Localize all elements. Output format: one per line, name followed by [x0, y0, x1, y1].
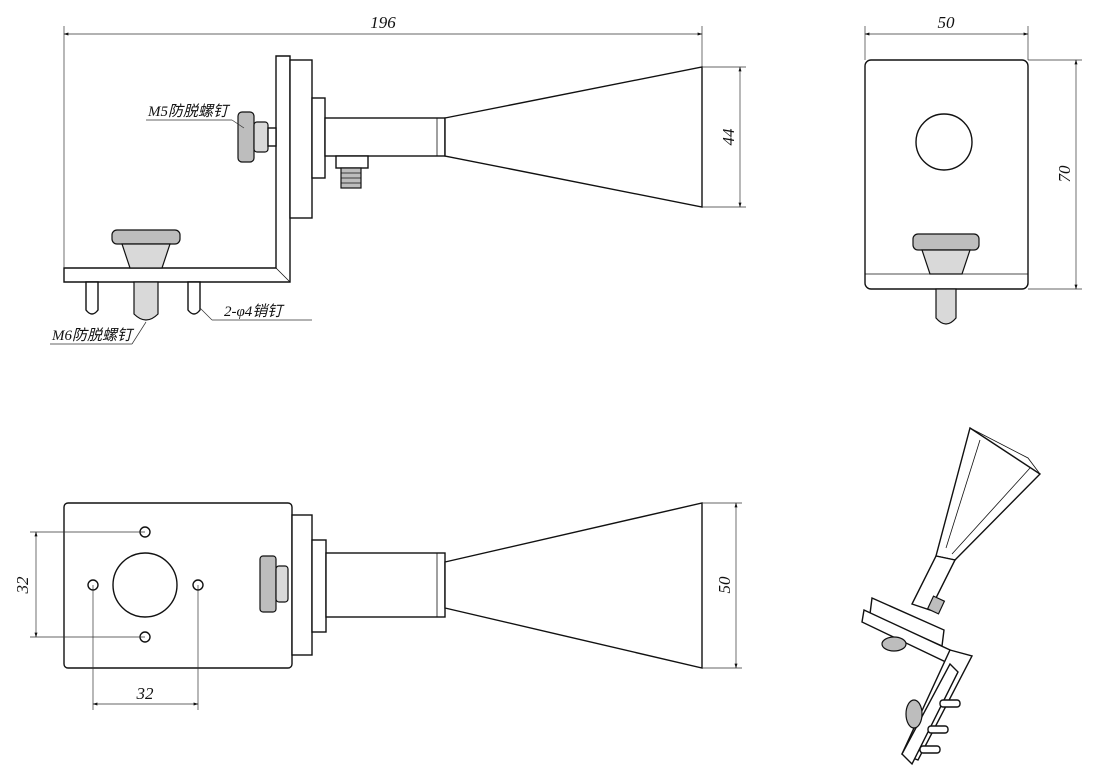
- dim-overall-length: 196: [370, 13, 396, 32]
- flange-top: [291, 514, 313, 656]
- dim-front-height: 70: [1055, 165, 1074, 183]
- isometric-view: [861, 426, 1042, 766]
- dim-aperture-side: 44: [719, 128, 738, 146]
- iso-pin-1: [939, 699, 961, 708]
- dim-hole-spacing-h: 32: [136, 684, 155, 703]
- top-view: 32 32 50: [13, 502, 742, 710]
- horn-side: [444, 66, 703, 208]
- callout-pins: 2-φ4销钉: [224, 303, 285, 320]
- m6-screw-front: [912, 233, 980, 275]
- flange-step-top: [311, 539, 327, 633]
- coax-connector-base: [335, 155, 369, 169]
- iso-pin-2: [927, 725, 949, 734]
- iso-connector: [926, 595, 946, 615]
- center-port: [112, 552, 178, 618]
- horn-top: [444, 502, 703, 669]
- l-bracket: [63, 55, 291, 283]
- callout-m5-screw: M5防脱螺钉: [147, 103, 231, 120]
- dim-front-width: 50: [938, 13, 956, 32]
- waveguide-body: [324, 117, 446, 157]
- m6-screw-top: [111, 229, 181, 269]
- front-view: 50 70: [864, 13, 1082, 325]
- iso-screw-1: [881, 636, 907, 652]
- side-view: 196 44 M5防脱螺钉 M6防脱螺钉 2-φ4销钉: [50, 13, 746, 345]
- m5-screw-top: [259, 555, 289, 613]
- callout-m6-screw: M6防脱螺钉: [51, 327, 135, 344]
- dim-aperture-top: 50: [715, 576, 734, 594]
- iso-horn: [935, 426, 1042, 561]
- dowel-pins: [85, 281, 201, 321]
- iso-screw-2: [905, 699, 923, 729]
- flange-step: [311, 97, 326, 179]
- waveguide-port: [915, 113, 973, 171]
- waveguide-top: [325, 552, 446, 618]
- iso-pin-3: [919, 745, 941, 754]
- dim-hole-spacing-v: 32: [13, 576, 32, 595]
- m5-screw: [237, 111, 277, 163]
- mounting-flange: [289, 59, 313, 219]
- pin-front: [935, 288, 957, 325]
